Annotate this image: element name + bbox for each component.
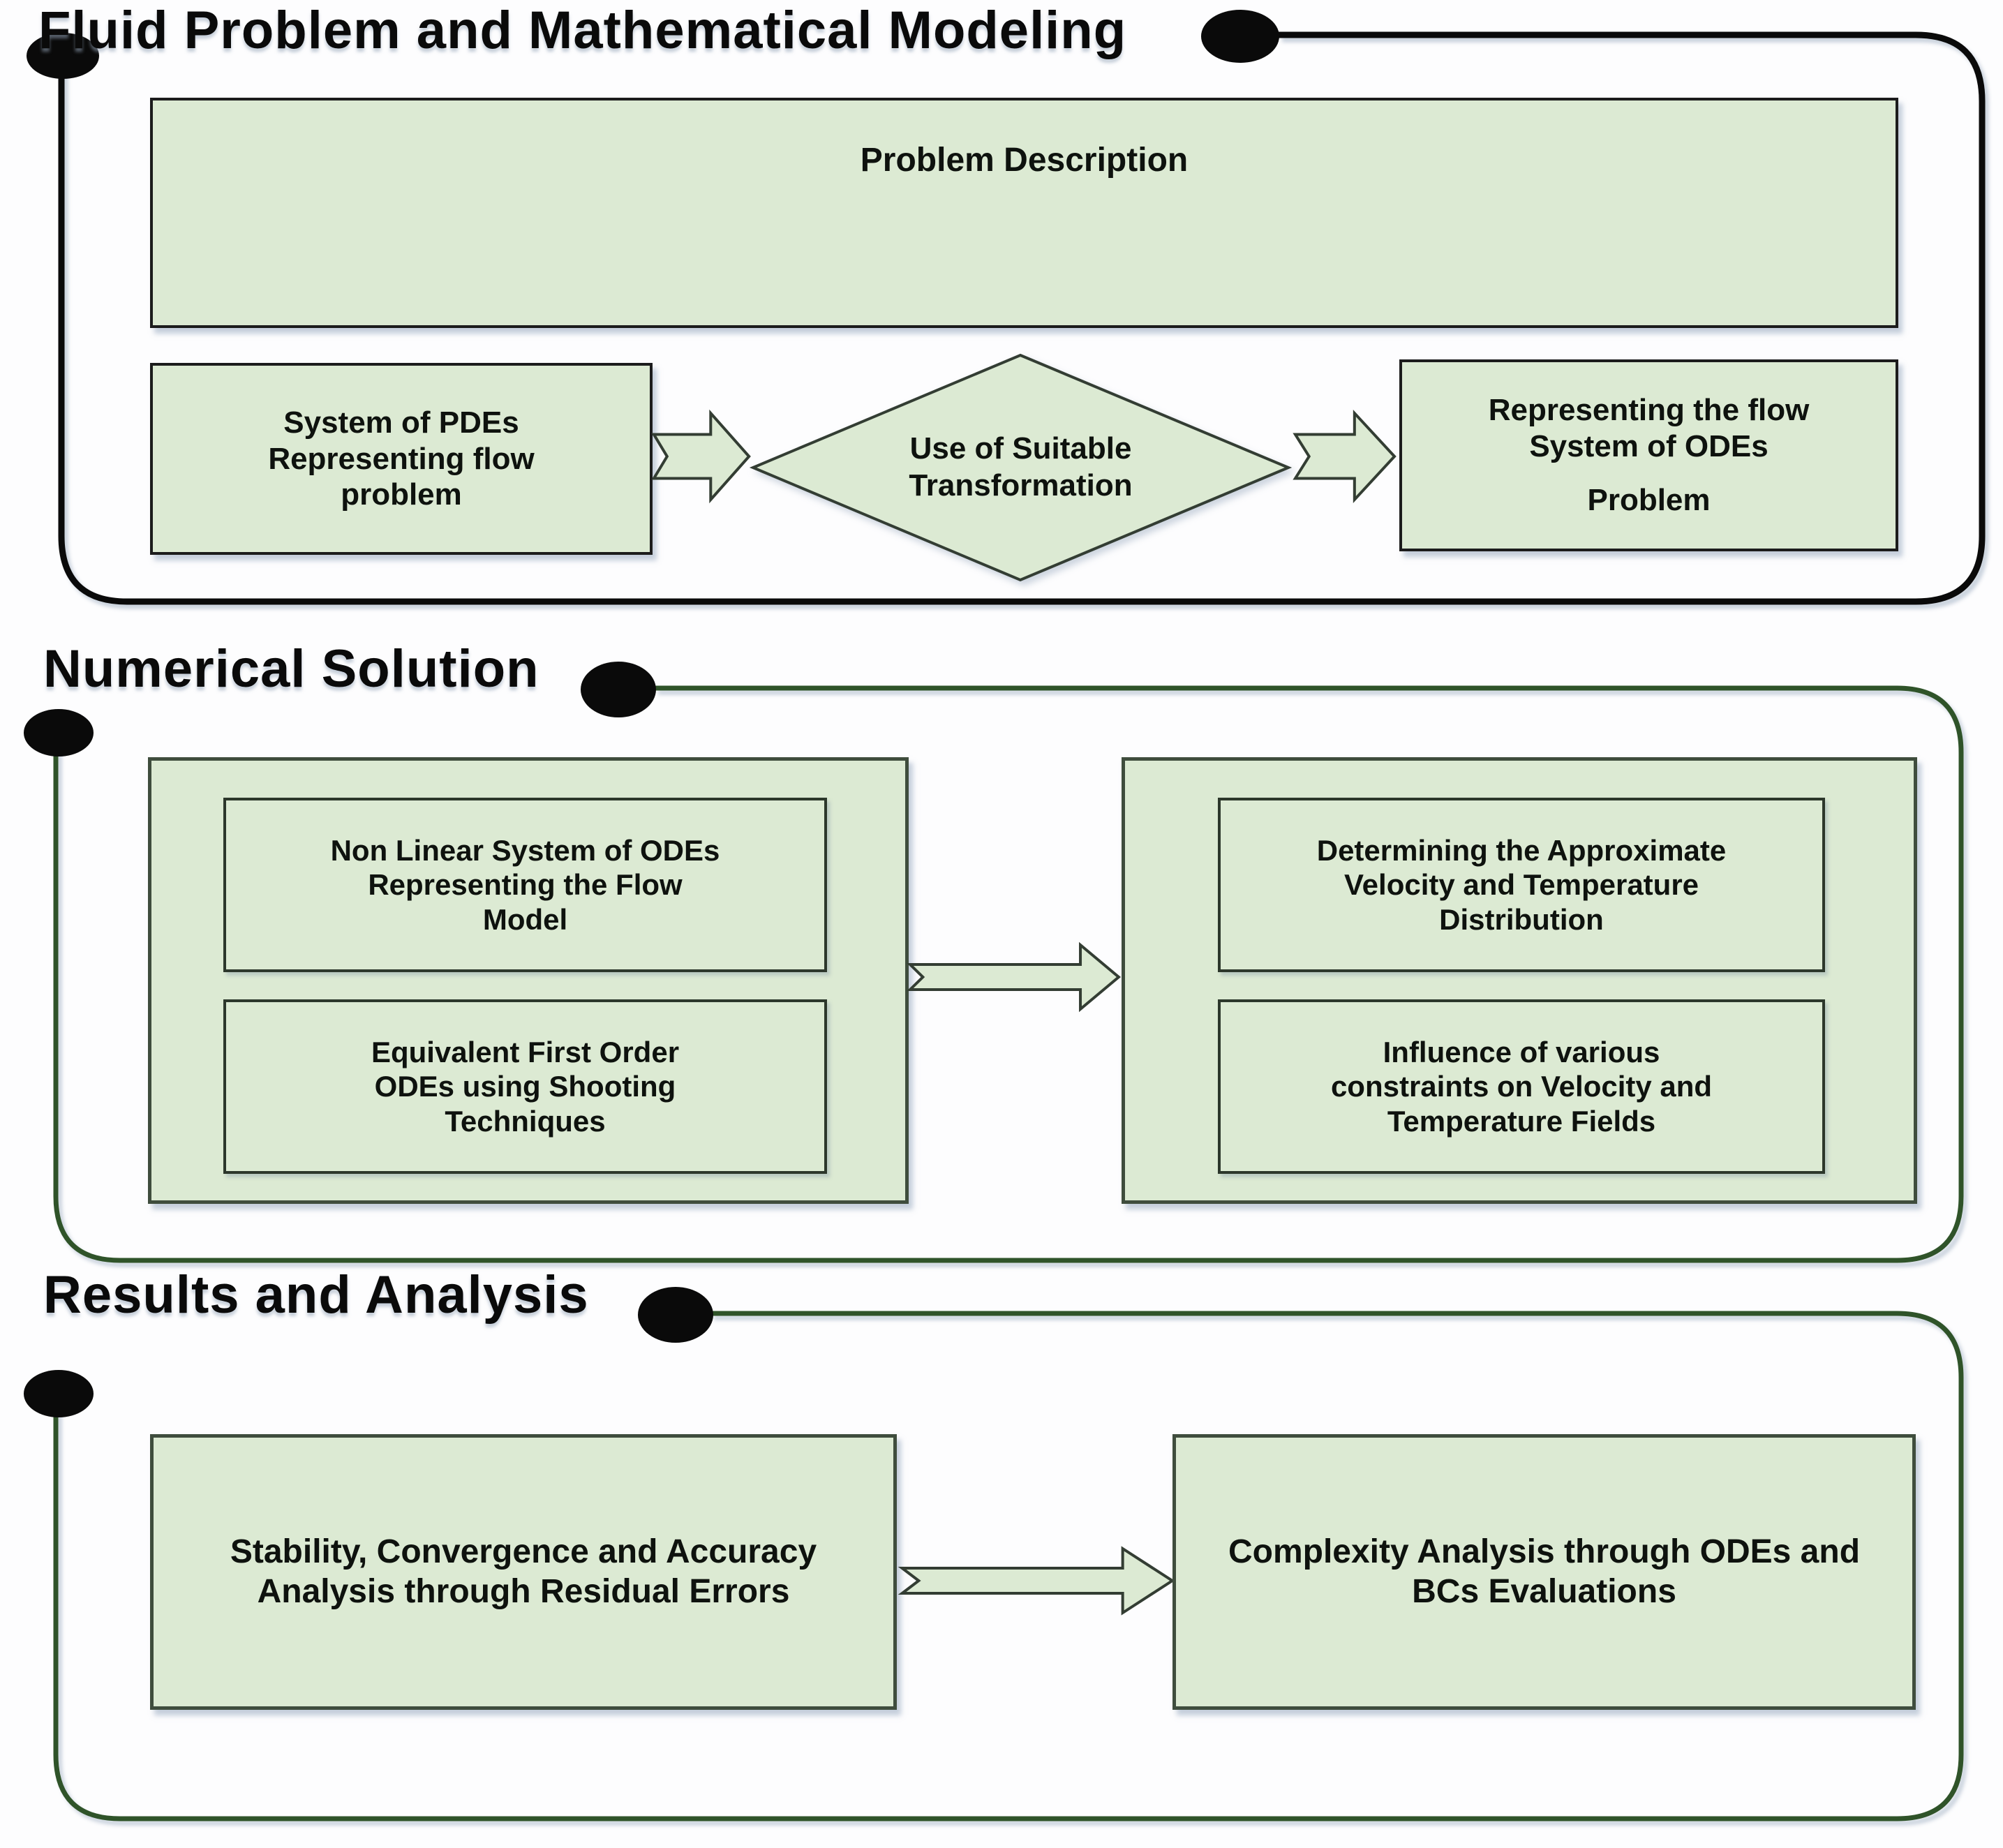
shooting-techniques-label: Equivalent First Order ODEs using Shooti… — [371, 1035, 680, 1138]
section1-title-dot — [1201, 10, 1279, 63]
problem-description-box: Problem Description — [150, 98, 1898, 328]
problem-description-label: Problem Description — [860, 142, 1189, 179]
section3-start-dot — [24, 1370, 94, 1417]
section1-lane-border — [58, 31, 1986, 605]
complexity-analysis-box: Complexity Analysis through ODEs and BCs… — [1172, 1434, 1916, 1710]
shooting-techniques-box: Equivalent First Order ODEs using Shooti… — [223, 999, 827, 1174]
block-arrow-icon-1 — [653, 410, 752, 502]
pde-system-label: System of PDEs Representing flow problem — [268, 405, 535, 512]
velocity-distribution-label: Determining the Approximate Velocity and… — [1316, 833, 1727, 936]
complexity-analysis-label: Complexity Analysis through ODEs and BCs… — [1228, 1533, 1861, 1610]
section2-title-dot — [581, 662, 656, 717]
section1-title: Fluid Problem and Mathematical Modeling — [38, 1, 1127, 60]
block-arrow-icon-3 — [909, 942, 1122, 1012]
section1-start-dot — [27, 33, 99, 79]
diamond-shape — [749, 353, 1293, 582]
transformation-diamond: Use of Suitable Transformation — [749, 352, 1293, 583]
section3-lane-border — [53, 1311, 1964, 1821]
block-arrow-icon-4 — [900, 1546, 1176, 1616]
section3-title-dot — [638, 1287, 713, 1343]
influence-constraints-box: Influence of various constraints on Velo… — [1218, 999, 1825, 1174]
transformation-label: Use of Suitable Transformation — [909, 431, 1133, 502]
influence-constraints-label: Influence of various constraints on Velo… — [1330, 1035, 1713, 1138]
velocity-distribution-box: Determining the Approximate Velocity and… — [1218, 798, 1825, 972]
stability-analysis-label: Stability, Convergence and Accuracy Anal… — [230, 1533, 817, 1610]
block-arrow-icon-2 — [1294, 410, 1397, 502]
stability-analysis-box: Stability, Convergence and Accuracy Anal… — [150, 1434, 897, 1710]
ode-system-sublabel: Problem — [1587, 483, 1711, 518]
section2-start-dot — [24, 709, 94, 757]
pde-system-box: System of PDEs Representing flow problem — [150, 363, 653, 555]
ode-system-label: Representing the flow System of ODEs — [1488, 392, 1810, 463]
nonlinear-odes-label: Non Linear System of ODEs Representing t… — [330, 833, 720, 936]
section2-lane-border — [53, 685, 1964, 1263]
section2-title: Numerical Solution — [43, 639, 539, 699]
section3-title: Results and Analysis — [43, 1265, 589, 1325]
nonlinear-odes-box: Non Linear System of ODEs Representing t… — [223, 798, 827, 972]
ode-system-box: Representing the flow System of ODEs Pro… — [1399, 359, 1898, 551]
